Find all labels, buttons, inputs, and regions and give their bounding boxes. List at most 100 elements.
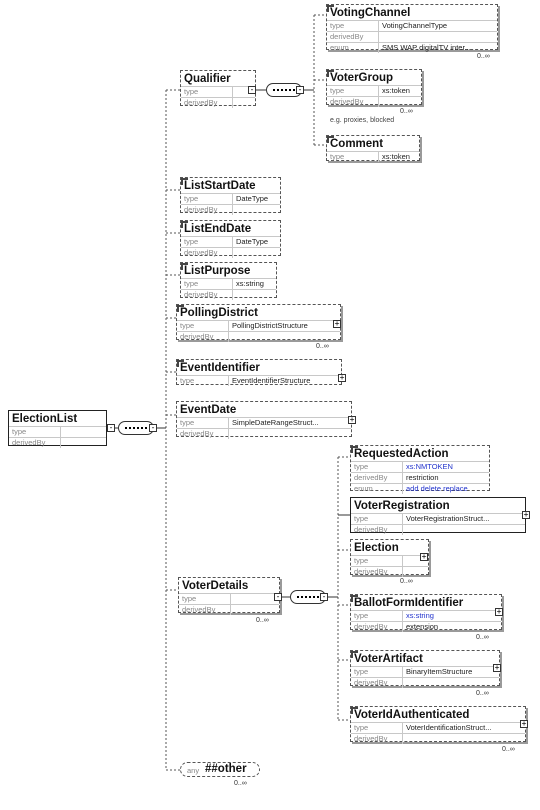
element-election-list[interactable]: ElectionList type derivedBy — [8, 410, 107, 448]
derived-by-label: derivedBy — [181, 248, 233, 258]
node-title: VoterGroup — [330, 72, 394, 84]
sequence-dots-icon — [273, 89, 295, 93]
expand-election-icon[interactable]: + — [420, 552, 428, 561]
cardinality: 0..∞ — [256, 617, 269, 624]
sequence-compositor-root[interactable] — [118, 421, 154, 435]
any-other-wildcard[interactable]: any ##other — [180, 762, 260, 777]
type-value: xs:string — [236, 279, 264, 288]
derived-by-row: derivedBy — [177, 428, 351, 439]
expand-event-date-icon[interactable]: + — [348, 415, 356, 424]
derived-by-label: derivedBy — [351, 567, 403, 577]
type-value: DateType — [236, 237, 269, 246]
type-row: type — [181, 86, 255, 97]
node-title: ElectionList — [12, 413, 78, 425]
enum-value: add delete replace — [406, 484, 468, 493]
expand-ballot-form-identifier-icon[interactable]: + — [495, 607, 503, 616]
node-title: Election — [354, 542, 399, 554]
derived-by-row: derivedBy — [177, 331, 340, 342]
derived-by-value: extension — [406, 622, 439, 631]
derived-by-label: derivedBy — [327, 32, 379, 42]
derived-by-row: derivedBy — [351, 524, 525, 535]
collapse-election-list-icon[interactable]: - — [107, 423, 115, 432]
element-voter-details[interactable]: VoterDetails type derivedBy — [178, 577, 280, 615]
type-label: type — [181, 237, 233, 247]
derived-by-value — [379, 32, 497, 42]
type-value: PollingDistrictStructure — [232, 321, 308, 330]
derived-by-value — [61, 438, 106, 448]
derived-by-label: derivedBy — [351, 525, 403, 535]
type-label: type — [181, 279, 233, 289]
cardinality: 0..∞ — [502, 746, 515, 753]
collapse-voter-details-icon[interactable]: - — [274, 592, 282, 601]
element-qualifier[interactable]: Qualifier type derivedBy — [180, 70, 256, 108]
node-title: VotingChannel — [330, 7, 411, 19]
cardinality: 0..∞ — [477, 53, 490, 60]
expand-voter-registration-icon[interactable]: + — [522, 510, 530, 519]
node-title: ListStartDate — [184, 180, 256, 192]
type-label: type — [351, 667, 403, 677]
node-title: RequestedAction — [354, 448, 449, 460]
derived-by-row: derivedBy — [327, 96, 421, 107]
derived-by-row: derivedBy — [181, 289, 276, 300]
collapse-qualifier-icon[interactable]: - — [248, 85, 256, 94]
annotation-note: e.g. proxies, blocked — [330, 117, 395, 124]
expand-polling-district-icon[interactable]: + — [333, 319, 341, 328]
type-row: type — [9, 426, 106, 437]
expand-voter-artifact-icon[interactable]: + — [493, 663, 501, 672]
type-value: VoterIdentificationStruct... — [406, 723, 492, 732]
derived-by-row: derivedBy — [181, 204, 280, 215]
attribute-corner-icon — [177, 305, 184, 312]
attribute-corner-icon — [327, 5, 334, 12]
derived-by-row: derivedBy — [351, 566, 428, 577]
node-title: ListPurpose — [184, 265, 251, 277]
attribute-corner-icon — [181, 221, 188, 228]
derived-by-value — [403, 567, 428, 577]
attribute-corner-icon — [351, 651, 358, 658]
collapse-root-sequence-icon[interactable]: - — [149, 423, 157, 432]
type-value: xs:token — [382, 152, 410, 161]
node-title: Comment — [330, 138, 384, 150]
derived-by-value — [231, 605, 279, 615]
derived-by-value — [229, 429, 351, 439]
derived-by-value — [233, 248, 280, 258]
collapse-qualifier-sequence-icon[interactable]: - — [296, 85, 304, 94]
derived-by-label: derivedBy — [351, 734, 403, 744]
attribute-corner-icon — [351, 595, 358, 602]
sequence-dots-icon — [125, 427, 147, 431]
element-election[interactable]: Election type derivedBy — [350, 539, 429, 577]
type-label: type — [181, 194, 233, 204]
type-value: xs:NMTOKEN — [406, 462, 453, 471]
type-label: type — [351, 514, 403, 524]
collapse-voter-details-sequence-icon[interactable]: - — [320, 592, 328, 601]
derived-by-label: derivedBy — [327, 97, 379, 107]
derived-by-label: derivedBy — [351, 473, 403, 483]
cardinality: 0..∞ — [400, 578, 413, 585]
attribute-corner-icon — [181, 263, 188, 270]
type-label: type — [177, 418, 229, 428]
derived-by-row: derivedBy — [351, 733, 525, 744]
derived-by-row: derivedBy — [179, 604, 279, 615]
expand-event-identifier-icon[interactable]: + — [338, 373, 346, 382]
expand-voter-id-authenticated-icon[interactable]: + — [520, 719, 528, 728]
type-label: type — [327, 21, 379, 31]
attribute-corner-icon — [181, 178, 188, 185]
